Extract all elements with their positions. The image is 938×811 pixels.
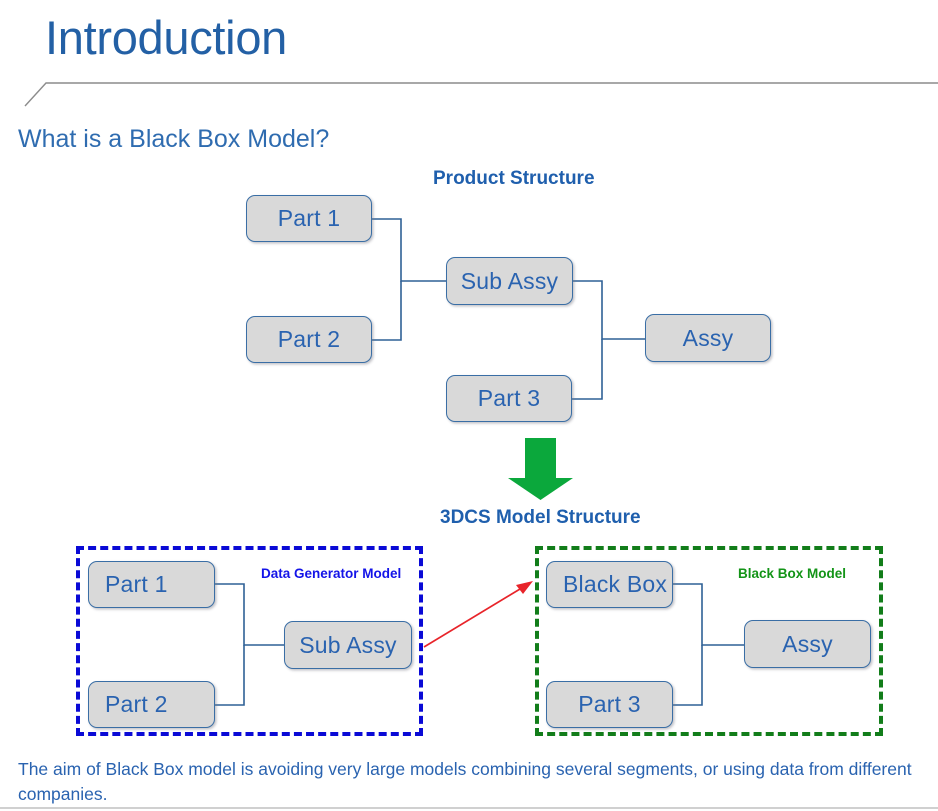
node-bb-part-3[interactable]: Part 3 [546, 681, 673, 728]
title-divider-rule [24, 82, 938, 107]
group-frame-data-generator-model [76, 546, 423, 736]
slide-caption: The aim of Black Box model is avoiding v… [18, 759, 912, 804]
footer-divider [0, 807, 938, 809]
node-black-box[interactable]: Black Box [546, 561, 673, 608]
node-part-1[interactable]: Part 1 [246, 195, 372, 242]
node-part-2[interactable]: Part 2 [246, 316, 372, 363]
node-bb-assy[interactable]: Assy [744, 620, 871, 668]
node-part-3[interactable]: Part 3 [446, 375, 572, 422]
section-heading-3dcs-model-structure: 3DCS Model Structure [440, 507, 641, 528]
group-label-data-generator-model: Data Generator Model [261, 566, 402, 581]
group-label-black-box-model: Black Box Model [738, 566, 847, 581]
section-heading-product-structure: Product Structure [433, 168, 595, 189]
node-dg-part-1[interactable]: Part 1 [88, 561, 215, 608]
page-title: Introduction [45, 11, 288, 64]
slide-subtitle: What is a Black Box Model? [18, 125, 330, 153]
node-sub-assy[interactable]: Sub Assy [446, 257, 573, 305]
group-frame-black-box-model [535, 546, 883, 736]
node-dg-sub-assy[interactable]: Sub Assy [284, 621, 412, 669]
red-mapping-arrow-icon [423, 581, 533, 648]
node-dg-part-2[interactable]: Part 2 [88, 681, 215, 728]
node-assy[interactable]: Assy [645, 314, 771, 362]
